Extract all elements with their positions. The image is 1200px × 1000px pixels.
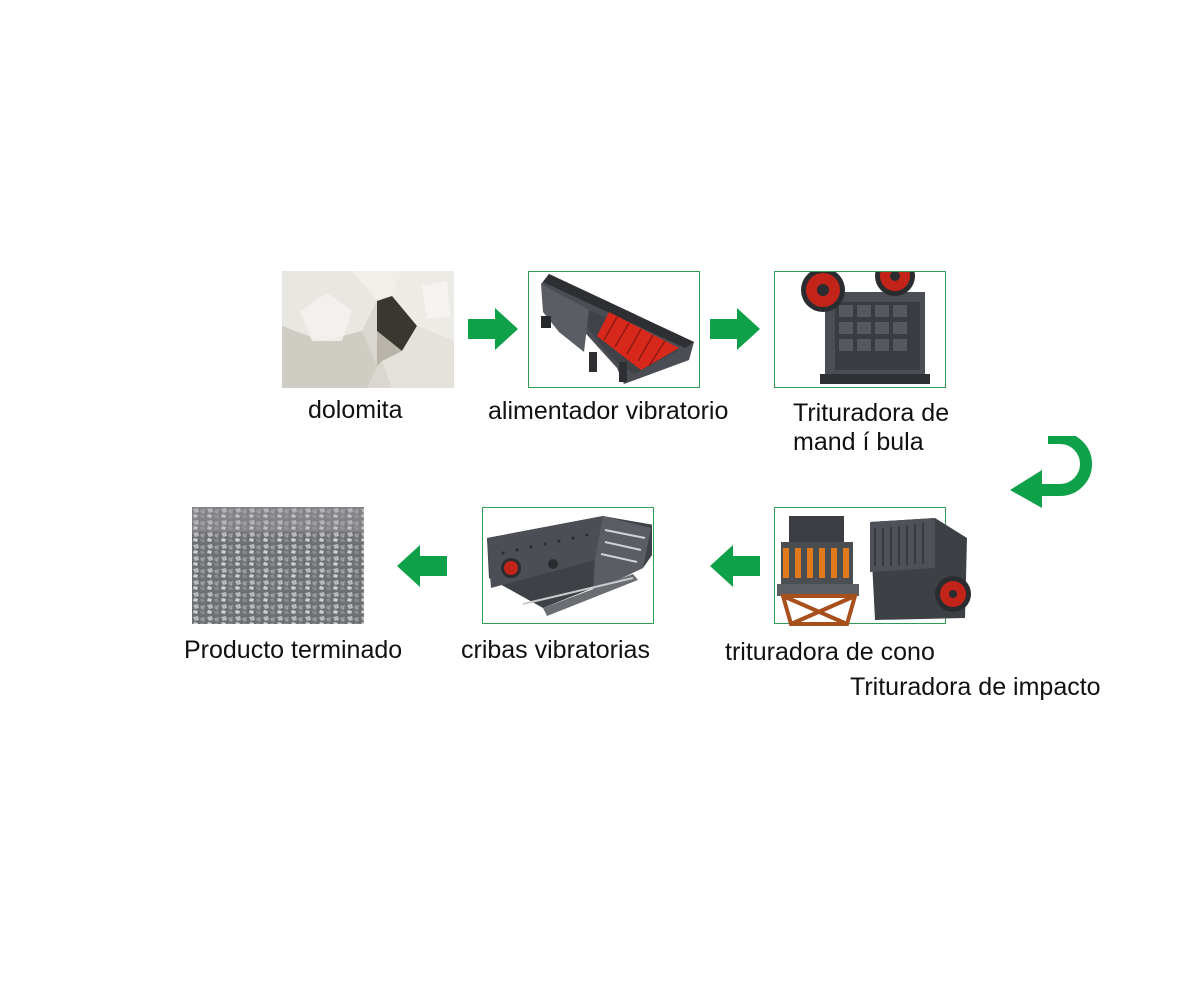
arrow-left-icon [710,545,760,587]
dolomite-rock-photo [282,271,454,388]
impact-crusher-label: Trituradora de impacto [850,673,1101,701]
jaw-crusher-image [801,272,930,384]
flow-arrow-right-1 [468,308,518,350]
jaw-crusher-image-frame [774,271,946,388]
gravel-photo [192,507,364,624]
flow-arrow-uturn [1008,436,1092,508]
screen-image-frame [482,507,654,624]
flow-arrow-left-2 [397,545,447,587]
cone-and-impact-crusher-image [777,516,971,626]
u-turn-arrow-icon [1010,436,1092,508]
jaw-crusher-label-line1: Trituradora de [793,399,950,427]
feeder-label: alimentador vibratorio [488,397,729,425]
flow-arrow-right-2 [710,308,760,350]
cone-crusher-label: trituradora de cono [725,638,935,666]
feeder-image-frame [528,271,700,388]
vibrating-feeder-image [541,274,694,384]
product-image [192,507,364,624]
dolomite-label: dolomita [308,396,403,424]
screen-label: cribas vibratorias [461,636,650,664]
arrow-left-icon [397,545,447,587]
vibrating-screen-image [487,516,652,616]
arrow-right-icon [710,308,760,350]
jaw-crusher-label-line2: mand í bula [793,428,924,456]
arrow-right-icon [468,308,518,350]
dolomite-image [282,271,454,388]
product-label: Producto terminado [184,636,403,664]
flow-arrow-left-1 [710,545,760,587]
crushers-image-frame [774,507,971,626]
